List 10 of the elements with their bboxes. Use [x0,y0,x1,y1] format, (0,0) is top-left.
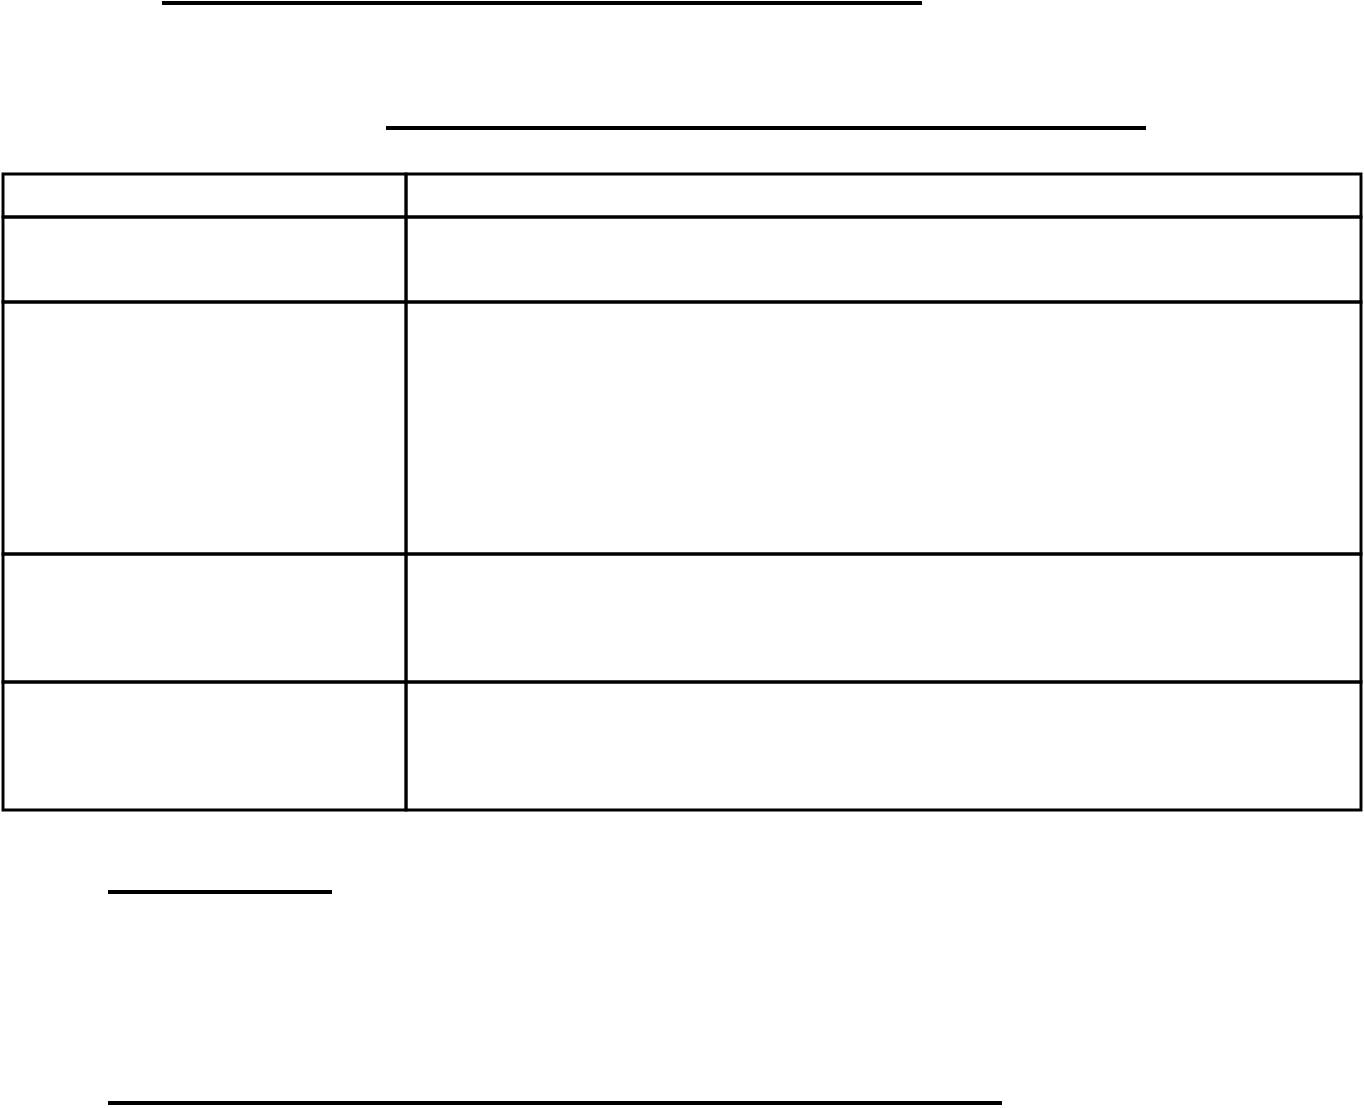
table-cell [1,215,408,304]
table-cell [1,172,408,219]
table-cell [404,552,1363,684]
table-cell [1,680,408,812]
table-cell [404,172,1363,219]
table-cell [404,680,1363,812]
table-cell [1,300,408,556]
table-cell [404,300,1363,556]
table-cell [1,552,408,684]
table-cell [404,215,1363,304]
